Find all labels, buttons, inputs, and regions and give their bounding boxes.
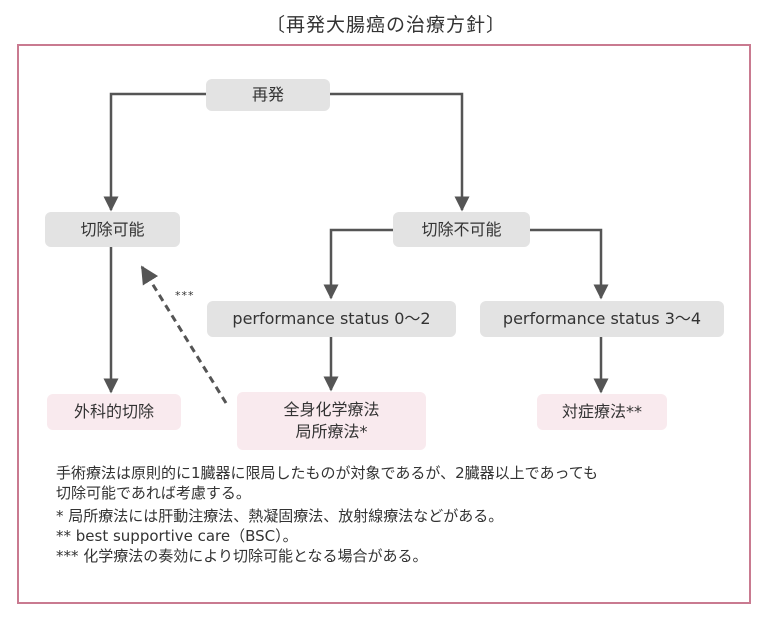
note-main-line1: 手術療法は原則的に1臓器に限局したものが対象であるが、2臓器以上であっても [56, 464, 598, 482]
node-ps-high: performance status 3〜4 [480, 301, 724, 337]
diagram-frame [17, 44, 751, 604]
node-chemotherapy-line1: 全身化学療法 [283, 400, 380, 419]
arrow-unresectable-to-ps-low [323, 228, 393, 300]
note-main-line2: 切除可能であれば考慮する。 [56, 484, 251, 502]
node-symptomatic: 対症療法** [537, 394, 667, 430]
node-recurrence: 再発 [206, 79, 330, 111]
arrow-recurrence-to-unresectable [330, 92, 470, 212]
node-chemotherapy: 全身化学療法 局所療法* [237, 392, 426, 450]
note-local-therapy: * 局所療法には肝動注療法、熱凝固療法、放射線療法などがある。 [56, 507, 504, 525]
footnotes: 手術療法は原則的に1臓器に限局したものが対象であるが、2臓器以上であっても 切除… [56, 463, 736, 566]
node-chemotherapy-line2: 局所療法* [295, 422, 368, 441]
node-unresectable: 切除不可能 [393, 212, 530, 247]
note-bsc: ** best supportive care（BSC）。 [56, 527, 298, 545]
node-ps-low: performance status 0〜2 [207, 301, 456, 337]
dashed-arrow-chemo-to-resectable [140, 265, 228, 404]
arrow-recurrence-to-resectable [103, 92, 206, 212]
node-resectable: 切除可能 [45, 212, 180, 247]
node-surgery: 外科的切除 [47, 394, 181, 430]
note-chemo-response: *** 化学療法の奏効により切除可能となる場合がある。 [56, 547, 428, 565]
diagram-title: 〔再発大腸癌の治療方針〕 [265, 14, 506, 36]
arrow-unresectable-to-ps-high [530, 228, 609, 300]
dashed-arrow-label: *** [175, 289, 195, 302]
